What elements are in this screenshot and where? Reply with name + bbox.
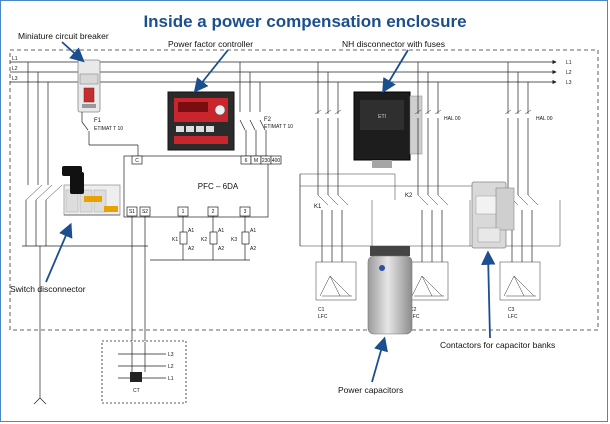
pfc-controller-box: C 6 M 230 400 PFC – 6DA S1 S2 1 2 3 [123,155,282,218]
ct-label-l1: L1 [168,376,174,382]
power-factor-controller-photo [167,91,235,151]
contactor-photo [471,181,515,249]
capacitor-bank-1: K1 C1 LFC [314,62,357,320]
ct-label-l3: L3 [168,352,174,358]
nh-disconnector-photo: ETI [353,91,423,168]
miniature-circuit-breaker-photo [77,59,101,113]
breaker-f2-type: ETIMAT T 10 [264,124,293,130]
arrow-switch [45,222,73,283]
bank2-fuse-label: HAL 00 [444,116,461,122]
phase-label-l3-left: L3 [12,76,18,82]
arrow-nh [382,49,409,94]
diagram-title: Inside a power compensation enclosure [143,12,466,31]
phase-label-l3-right: L3 [566,80,572,86]
callout-nh-disconnector: NH disconnector with fuses [342,39,445,49]
phase-label-l1-left: L1 [12,56,18,62]
relay-coils: K1 A1 A2 K2 A1 A2 K3 A1 A2 [131,216,256,342]
bank2-contactor-label: K2 [405,193,413,199]
breaker-f2: F2 ETIMAT T 10 [239,62,293,156]
busbars: L1 L2 L3 L1 L2 L3 [10,56,572,86]
arrow-contactors [481,250,496,339]
bank3-capacitor-label: C3 [508,307,515,313]
callout-miniature-circuit-breaker: Miniature circuit breaker [18,31,109,41]
phase-label-l1-right: L1 [566,60,572,66]
ct-label: CT [133,388,140,394]
relay-k1-a1: A1 [188,228,194,234]
phase-label-l2-left: L2 [12,66,18,72]
relay-k1-a2: A2 [188,246,194,252]
relay-k2-a2: A2 [218,246,224,252]
callout-power-capacitors: Power capacitors [338,385,403,395]
relay-k2-a1: A1 [218,228,224,234]
power-capacitor-photo [367,246,413,335]
bank2-capacitor-label: C2 [410,307,417,313]
pfc-terminal-s2: S2 [142,209,148,215]
breaker-f1-label: F1 [94,118,102,124]
bank3-capacitor-type: LFC [508,314,518,320]
bank1-capacitor-type: LFC [318,314,328,320]
bank1-contactor-label: K1 [314,204,322,210]
callout-arrows [45,41,496,383]
incoming-feeders [22,62,148,405]
pfc-terminal-230: 230 [262,158,271,164]
ct-label-l2: L2 [168,364,174,370]
control-wiring [299,173,561,247]
pfc-terminal-m: M [254,158,258,164]
bank2-capacitor-type: LFC [410,314,420,320]
arrow-pfc [193,49,229,93]
breaker-f1: F1 ETIMAT T 10 [81,112,139,156]
current-transformer-box: L3 L2 L1 CT [101,340,187,404]
breaker-f1-type: ETIMAT T 10 [94,126,123,132]
pfc-terminal-s1: S1 [129,209,135,215]
phase-label-l2-right: L2 [566,70,572,76]
pfc-terminal-400: 400 [272,158,281,164]
pfc-terminal-3: 3 [244,209,247,215]
callout-contactors: Contactors for capacitor banks [440,340,555,350]
arrow-capacitors [371,336,388,383]
callout-power-factor-controller: Power factor controller [168,39,253,49]
bank3-fuse-label: HAL 00 [536,116,553,122]
arrow-mcb [61,41,85,63]
pfc-terminal-6: 6 [245,158,248,164]
relay-k3-a2: A2 [250,246,256,252]
relay-k1-label: K1 [172,237,178,243]
pfc-terminal-c-label: C [135,158,139,164]
pfc-terminal-c [131,155,143,165]
svg-text:ETI: ETI [378,114,386,120]
relay-k3-label: K3 [231,237,237,243]
relay-k2-label: K2 [201,237,207,243]
switch-disconnector-photo [62,166,121,216]
bank1-capacitor-label: C1 [318,307,325,313]
pfc-terminal-2: 2 [212,209,215,215]
capacitor-bank-2: HAL 00 K2 C2 LFC [405,62,461,320]
breaker-f2-label: F2 [264,117,272,123]
pfc-terminal-1: 1 [182,209,185,215]
pfc-label: PFC – 6DA [198,182,239,191]
callout-switch-disconnector: Switch disconnector [10,284,86,294]
enclosure-boundary [9,49,599,331]
relay-k3-a1: A1 [250,228,256,234]
